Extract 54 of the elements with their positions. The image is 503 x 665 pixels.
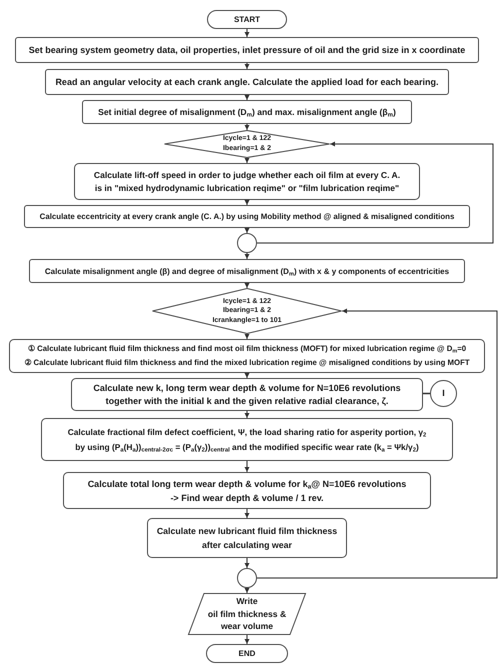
- flow-arrow: [244, 62, 250, 70]
- process-box: [24, 205, 470, 228]
- flow-arrow: [244, 158, 250, 164]
- step-text: Set bearing system geometry data, oil properties, inlet pressure of oil and the grid size in x coordinate: [28, 44, 466, 56]
- connector-circle: [237, 568, 257, 588]
- flow-arrow: [244, 634, 250, 644]
- flow-arrow: [244, 372, 250, 378]
- connector-line: [423, 392, 430, 394]
- flow-arrow: [244, 334, 250, 340]
- flow-arrow: [244, 588, 250, 594]
- output-text: oil film thickness & wear volume: [208, 608, 286, 633]
- decision-diamond: [152, 288, 342, 334]
- step-text: Calculate misalignment angle (β) and degree of misalignment (D$_{m}$) with x & y components of eccentricities: [44, 266, 450, 276]
- terminal-label: START: [234, 14, 260, 25]
- step-text: Read an angular velocity at each crank angle. Calculate the applied load for each bearing.: [55, 76, 439, 88]
- flow-arrow: [244, 28, 250, 38]
- step-text: Set initial degree of misalignment (D$_{m}$) and max. misalignment angle (β$_{m}$): [98, 106, 396, 118]
- process-box: [29, 259, 465, 283]
- output-parallelogram: [188, 593, 306, 635]
- connector-label: I: [442, 388, 445, 399]
- flow-arrow: [244, 460, 250, 472]
- flow-arrow: [244, 282, 250, 288]
- step-text: Calculate fractional film defect coefficient, Ψ, the load sharing ratio for asperity portion, γ$_{2}$ by using (P$_{a}$(H$_{a}$))$_{central-2σc}$ = (P$_{a}$(γ$_{2}$))$_{central}$ and the modified specific wear rate (k$_{a}$ = Ψk/γ$_{2}$): [68, 426, 426, 454]
- process-box: [15, 37, 479, 63]
- process-box: [45, 69, 449, 95]
- flow-arrow: [244, 410, 250, 418]
- process-box: [71, 378, 423, 411]
- connector-circle: [237, 233, 257, 253]
- step-text: Calculate new lubricant fluid film thickness after calculating wear: [156, 525, 338, 552]
- output-text: Write: [236, 595, 258, 608]
- process-box: [9, 339, 485, 373]
- flow-arrow: [244, 124, 250, 130]
- process-box: [41, 418, 453, 461]
- process-box: [147, 518, 347, 558]
- process-box: [63, 472, 431, 509]
- step-text: Calculate total long term wear depth & volume for k$_{a}$@ N=10E6 revolutions: [88, 478, 406, 490]
- flow-arrow: [244, 252, 250, 260]
- step-text: Calculate new k, long term wear depth & volume for N=10E6 revolutions together with the initial k and the given relative radial clearance, ζ.: [93, 382, 401, 408]
- process-box: [82, 100, 412, 124]
- flow-arrow: [244, 558, 250, 568]
- flow-arrow: [244, 228, 250, 234]
- flow-arrow: [244, 200, 250, 206]
- terminal-box: [207, 10, 287, 29]
- connector-circle: [430, 380, 457, 407]
- terminal-box: [206, 644, 288, 663]
- decision-diamond: [164, 130, 330, 158]
- flow-arrow: [244, 94, 250, 100]
- flow-arrow: [244, 508, 250, 518]
- process-box: [74, 163, 420, 200]
- terminal-label: END: [238, 648, 256, 659]
- step-text: -> Find wear depth & volume / 1 rev.: [170, 492, 324, 504]
- step-text: Calculate lift-off speed in order to judge whether each oil film at every C. A. is in "mixed hydrodynamic lubrication reqime" or "film lubrication reqime": [94, 168, 400, 194]
- loop-arrow: [256, 308, 498, 578]
- loop-arrow: [256, 142, 494, 244]
